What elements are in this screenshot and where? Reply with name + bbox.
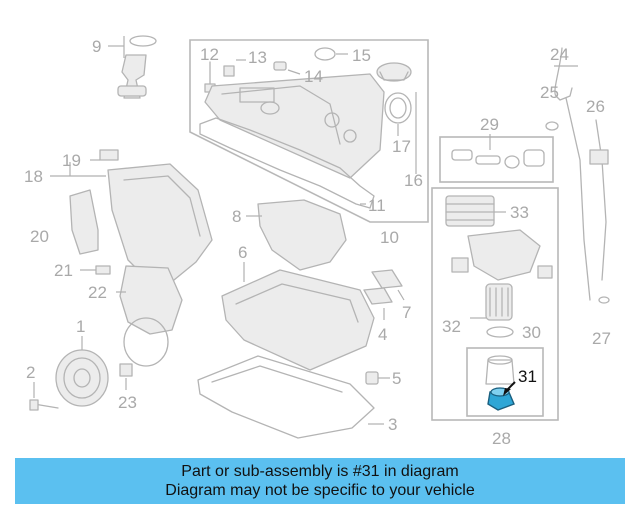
oil-pan-part-3 (197, 355, 384, 439)
part-label-22: 22 (88, 283, 107, 302)
part-label-14: 14 (304, 67, 323, 86)
part-label-33: 33 (510, 203, 529, 222)
part-label-29: 29 (480, 115, 499, 134)
drain-plug-part-5 (365, 371, 390, 385)
parts-diagram: 9 12 13 14 15 17 16 11 10 19 18 20 21 22… (24, 35, 611, 448)
clip-part-19 (99, 149, 119, 161)
part-label-21: 21 (54, 261, 73, 280)
baffle-part-7 (371, 269, 405, 301)
banner-line-disclaimer: Diagram may not be specific to your vehi… (165, 482, 475, 499)
seal-kit-part-29 (451, 134, 545, 169)
bolt-part-2 (29, 382, 59, 411)
part-label-3: 3 (388, 415, 397, 434)
gasket-part-11 (199, 117, 375, 209)
part-label-6: 6 (238, 243, 247, 262)
part-label-23: 23 (118, 393, 137, 412)
oil-level-sensor-part (108, 35, 157, 99)
lower-cover-part (116, 265, 183, 335)
crank-pulley-part (55, 317, 169, 407)
part-label-25: 25 (540, 83, 559, 102)
info-banner: Part or sub-assembly is #31 in diagram D… (15, 458, 625, 504)
filter-housing-part (451, 229, 553, 281)
oring-part-27 (598, 296, 610, 304)
seal-part-25 (545, 121, 559, 131)
part-label-7: 7 (402, 303, 411, 322)
part-label-31: 31 (518, 367, 537, 386)
part-label-4: 4 (378, 325, 387, 344)
dipstick-part-24 (554, 47, 591, 301)
part-label-20: 20 (30, 227, 49, 246)
part-label-32: 32 (442, 317, 461, 336)
stud-part-13 (223, 59, 246, 77)
part-label-28: 28 (492, 429, 511, 448)
part-label-17: 17 (392, 137, 411, 156)
part-label-24: 24 (550, 45, 569, 64)
part-label-9: 9 (92, 37, 101, 56)
part-label-19: 19 (62, 151, 81, 170)
highlighted-part-31 (487, 381, 516, 411)
oil-seal-kit-box (439, 136, 554, 183)
part-label-15: 15 (352, 46, 371, 65)
banner-line-part-info: Part or sub-assembly is #31 in diagram (181, 463, 459, 480)
part-label-2: 2 (26, 363, 35, 382)
plug-part-14 (273, 61, 301, 75)
part-label-5: 5 (392, 369, 401, 388)
part-label-13: 13 (248, 48, 267, 67)
bolt-part-21 (80, 265, 111, 275)
part-label-1: 1 (76, 317, 85, 336)
part-label-11: 11 (368, 196, 386, 215)
oil-filter-part-32 (470, 283, 514, 338)
seal-ring-part-15 (314, 47, 348, 61)
timing-cover-part (107, 163, 213, 283)
filter-cap-part-30 (485, 355, 515, 385)
part-label-8: 8 (232, 207, 241, 226)
part-label-26: 26 (586, 97, 605, 116)
valve-cover-part (204, 73, 385, 179)
oil-pump-part-8 (246, 199, 347, 271)
seal-part-17 (384, 92, 412, 136)
oil-cooler-part-33 (445, 195, 506, 227)
part-label-10: 10 (380, 228, 399, 247)
part-label-16: 16 (404, 171, 423, 190)
valve-cover-group-box (189, 39, 429, 223)
part-label-18: 18 (24, 167, 43, 186)
cover-seal-part-20 (69, 189, 99, 255)
part-label-27: 27 (592, 329, 611, 348)
part-label-30: 30 (522, 323, 541, 342)
filter-cap-box (466, 347, 544, 417)
oil-filter-housing-box (431, 187, 559, 421)
baffle-part-4 (363, 287, 393, 320)
guide-tube-part-26 (589, 119, 609, 281)
oil-pan-part-6 (221, 262, 375, 371)
plug-part-23 (119, 363, 133, 390)
part-label-12: 12 (200, 45, 219, 64)
oil-cap-part (376, 62, 412, 82)
